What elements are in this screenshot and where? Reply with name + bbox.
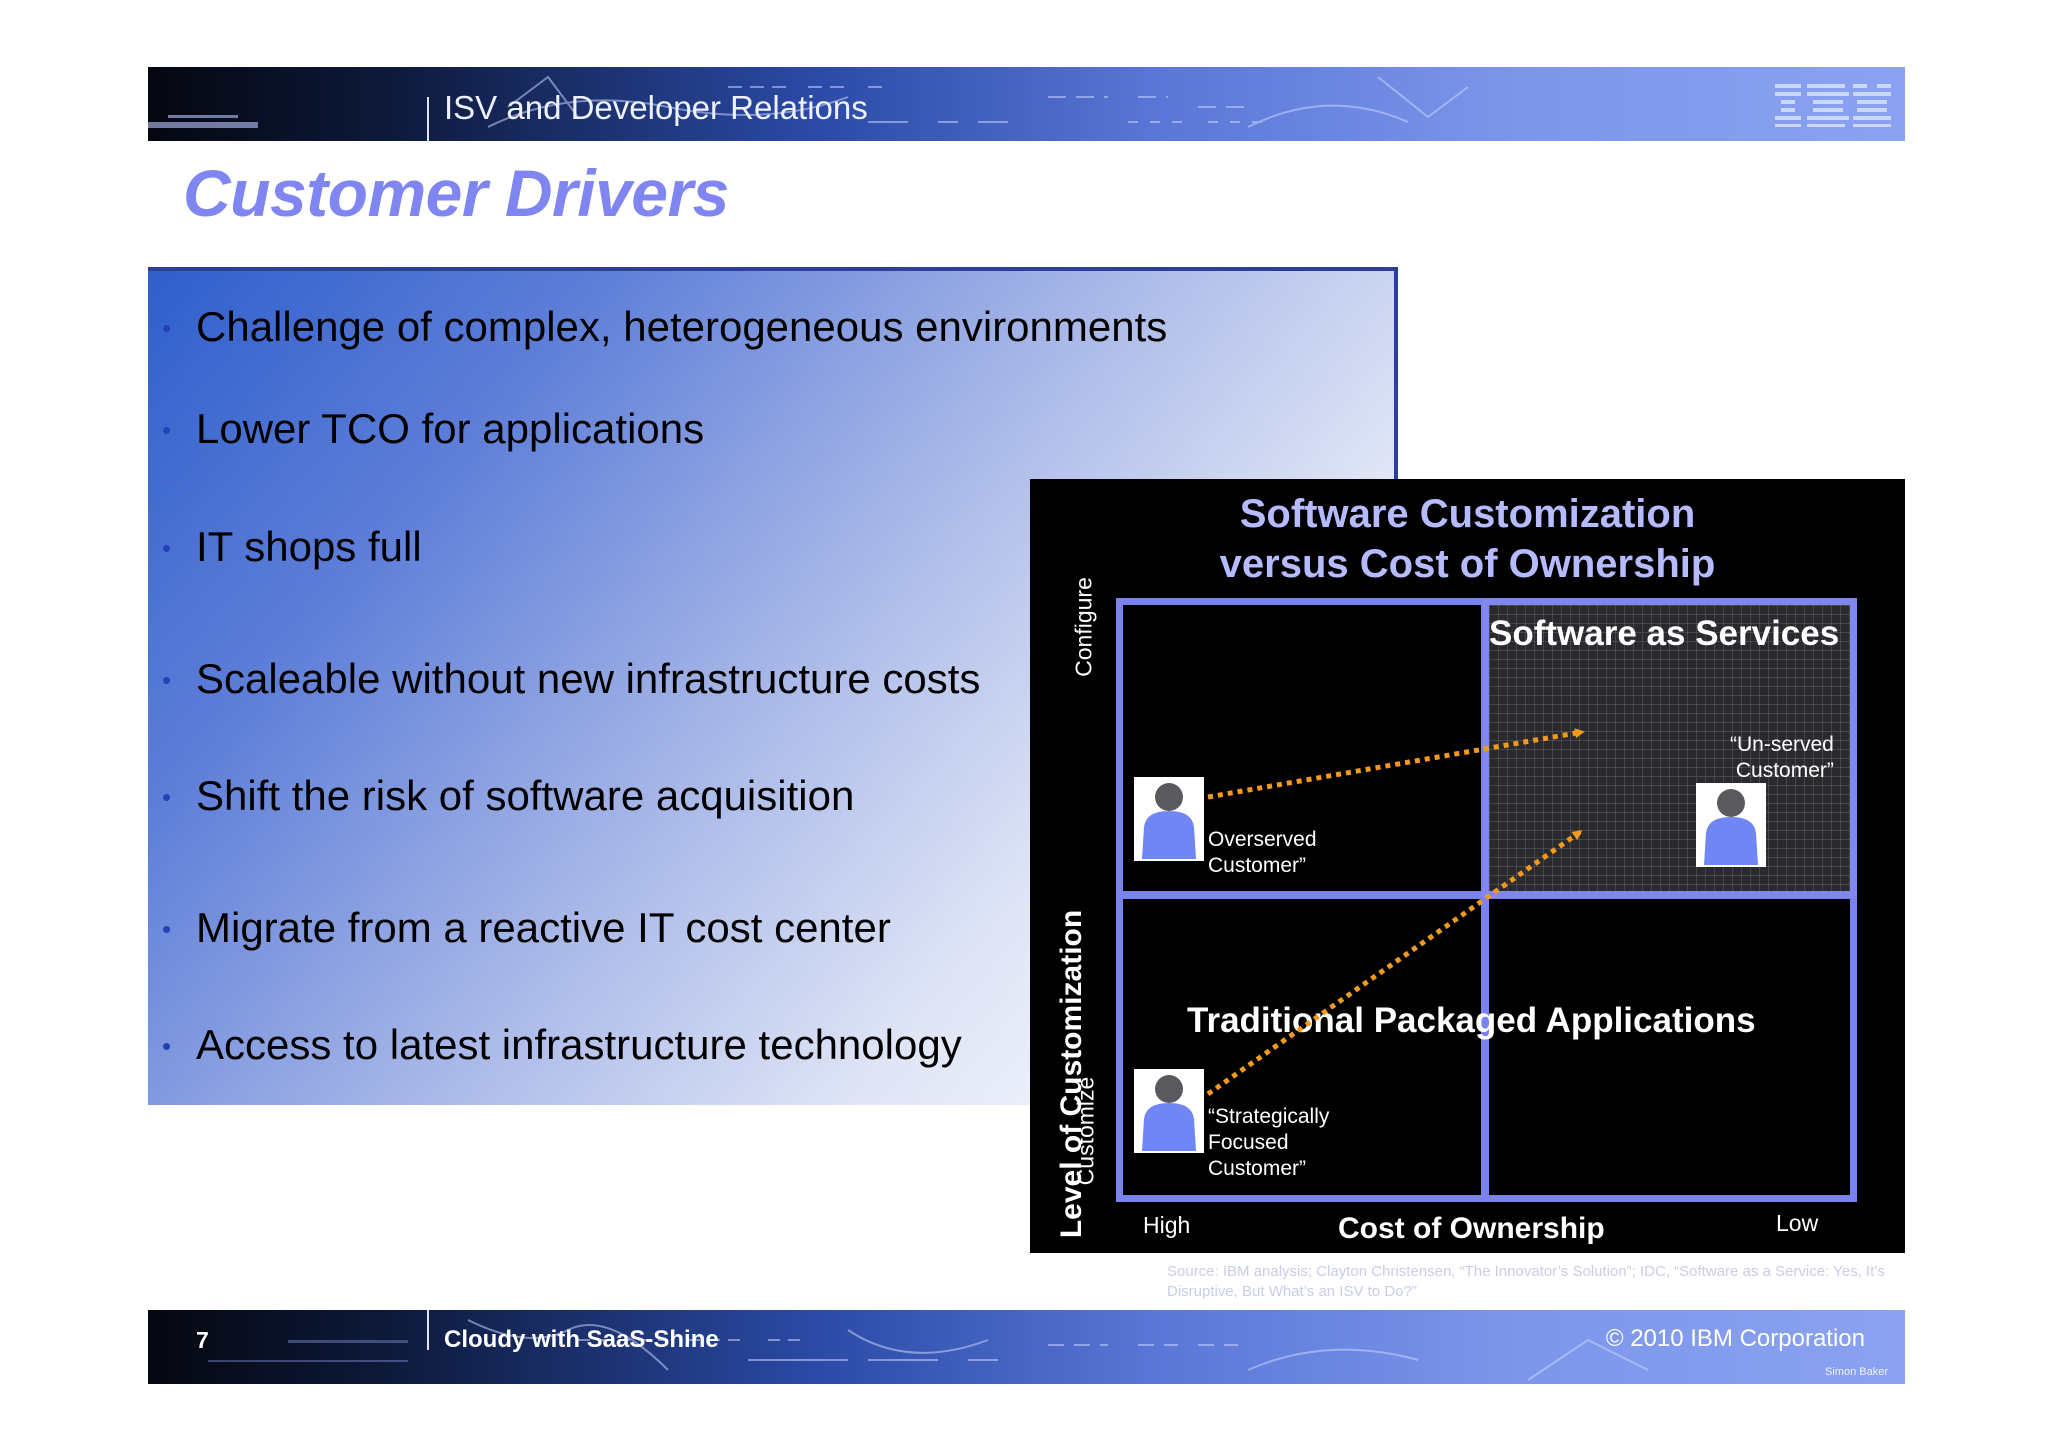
bullet-dot: •: [162, 533, 172, 563]
bullet-dot: •: [162, 782, 172, 812]
page-title: Customer Drivers: [183, 156, 729, 230]
unserved-line2: Customer”: [1735, 759, 1834, 782]
x-axis-tick-left: High: [1143, 1212, 1191, 1238]
overserved-customer-label: Overserved Customer”: [1208, 827, 1317, 879]
x-axis-title: Cost of Ownership: [1338, 1212, 1605, 1245]
y-axis-tick-bottom: Customize: [1072, 1076, 1099, 1186]
strategic-line2: Focused: [1208, 1131, 1289, 1154]
saas-quadrant-label: Software as Services: [1489, 614, 1840, 653]
bullet-dot: •: [162, 1031, 172, 1061]
unserved-customer-label: “Un-served Customer”: [1730, 732, 1834, 784]
bullet-dot: •: [162, 914, 172, 944]
copyright-notice: © 2010 IBM Corporation: [1605, 1325, 1865, 1352]
bullet-text: Challenge of complex, heterogeneous envi…: [196, 303, 1168, 350]
header-band: ISV and Developer Relations: [148, 67, 1905, 141]
overserved-line1: Overserved: [1208, 828, 1317, 851]
bullet-dot: •: [162, 415, 172, 445]
y-axis-title: Level of Customization: [1055, 909, 1088, 1239]
footer-band: 7 Cloudy with SaaS-Shine © 2010 IBM Corp…: [148, 1310, 1905, 1384]
source-note: Source: IBM analysis; Clayton Christense…: [1167, 1263, 1885, 1300]
author-name: Simon Baker: [1825, 1366, 1888, 1378]
unserved-customer-person-icon: [1696, 783, 1766, 867]
bullet-text: Lower TCO for applications: [196, 405, 705, 452]
diagram-title-line1: Software Customization: [1239, 492, 1696, 536]
bullet-text: IT shops full: [196, 523, 422, 570]
bullet-dot: •: [162, 665, 172, 695]
header-divider: [427, 97, 429, 141]
bullet-text: Shift the risk of software acquisition: [196, 772, 855, 819]
quadrant-top-right: [1482, 598, 1857, 898]
unserved-line1: “Un-served: [1730, 733, 1834, 756]
bullet-text: Scaleable without new infrastructure cos…: [196, 655, 981, 702]
page-number: 7: [196, 1327, 209, 1353]
strategic-customer-label: “Strategically Focused Customer”: [1208, 1104, 1329, 1182]
customization-vs-cost-diagram: Software Customization versus Cost of Ow…: [1030, 479, 1905, 1253]
strategic-line3: Customer”: [1208, 1157, 1307, 1180]
overserved-customer-person-icon: [1134, 777, 1204, 861]
footer-title: Cloudy with SaaS-Shine: [444, 1326, 719, 1353]
footer-streak-decoration: [208, 1319, 1649, 1381]
ibm-logo: [1775, 84, 1891, 127]
diagram-title: Software Customization versus Cost of Ow…: [1030, 489, 1905, 589]
overserved-line2: Customer”: [1208, 854, 1307, 877]
bullet-text: Access to latest infrastructure technolo…: [196, 1021, 962, 1068]
header-label: ISV and Developer Relations: [444, 89, 868, 126]
footer-divider: [427, 1310, 429, 1350]
strategic-line1: “Strategically: [1208, 1105, 1330, 1128]
migration-arrows: [1206, 728, 1585, 1097]
y-axis-tick-top: Configure: [1070, 577, 1097, 677]
overserved-to-saas-arrow: [1207, 728, 1585, 800]
x-axis-tick-right: Low: [1776, 1210, 1819, 1236]
bullet-dot: •: [162, 313, 172, 343]
header-streak-decoration: [148, 75, 1469, 128]
traditional-apps-label: Traditional Packaged Applications: [1187, 1001, 1756, 1040]
strategic-customer-person-icon: [1134, 1069, 1204, 1153]
diagram-title-line2: versus Cost of Ownership: [1219, 542, 1716, 586]
bullet-text: Migrate from a reactive IT cost center: [196, 904, 891, 951]
